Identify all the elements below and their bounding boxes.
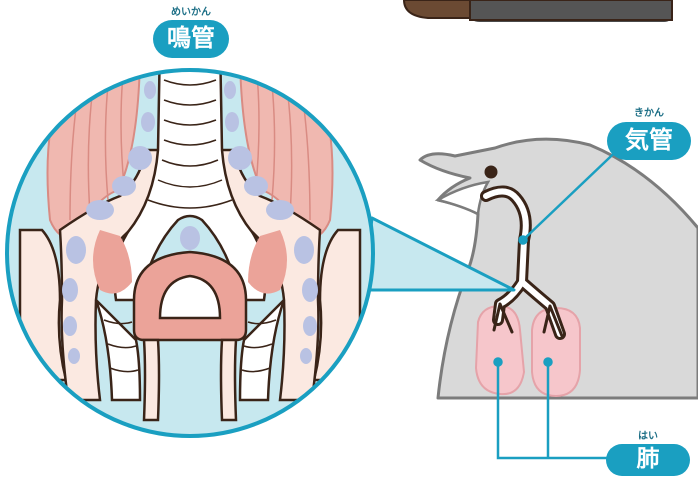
lungs-reading: はい xyxy=(606,432,690,442)
magnified-syrinx xyxy=(7,40,373,436)
syrinx-reading: めいかん xyxy=(153,8,229,18)
syrinx-label: 鳴管 xyxy=(153,26,229,50)
trachea-reading: きかん xyxy=(607,109,691,119)
trachea-label: 気管 xyxy=(607,128,691,152)
top-right-object xyxy=(404,0,672,22)
lungs-label: 肺 xyxy=(606,448,690,471)
